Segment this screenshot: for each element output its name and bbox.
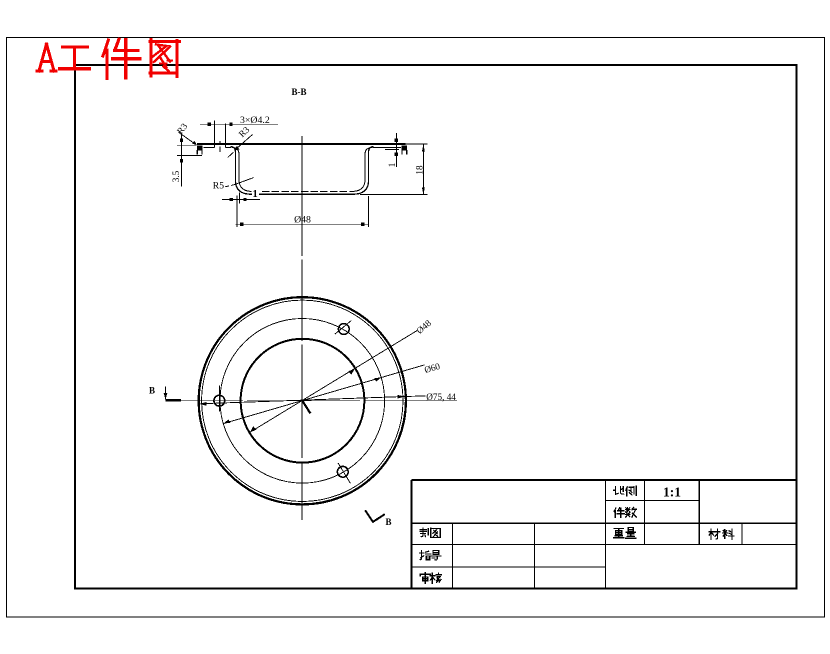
- svg-text:B: B: [386, 517, 392, 527]
- svg-text:1: 1: [387, 162, 397, 167]
- svg-text:Ø75, 44: Ø75, 44: [426, 392, 456, 402]
- svg-text:1: 1: [253, 189, 258, 200]
- svg-text:3×Ø4.2: 3×Ø4.2: [240, 115, 270, 126]
- svg-text:B-B: B-B: [292, 87, 307, 97]
- svg-text:B: B: [149, 385, 155, 395]
- svg-text:R5: R5: [213, 180, 224, 191]
- svg-text:Ø60: Ø60: [423, 361, 441, 375]
- svg-text:3.5: 3.5: [171, 170, 181, 182]
- svg-text:18: 18: [414, 165, 424, 175]
- svg-text:1:1: 1:1: [663, 485, 681, 500]
- svg-text:Ø48: Ø48: [294, 215, 311, 226]
